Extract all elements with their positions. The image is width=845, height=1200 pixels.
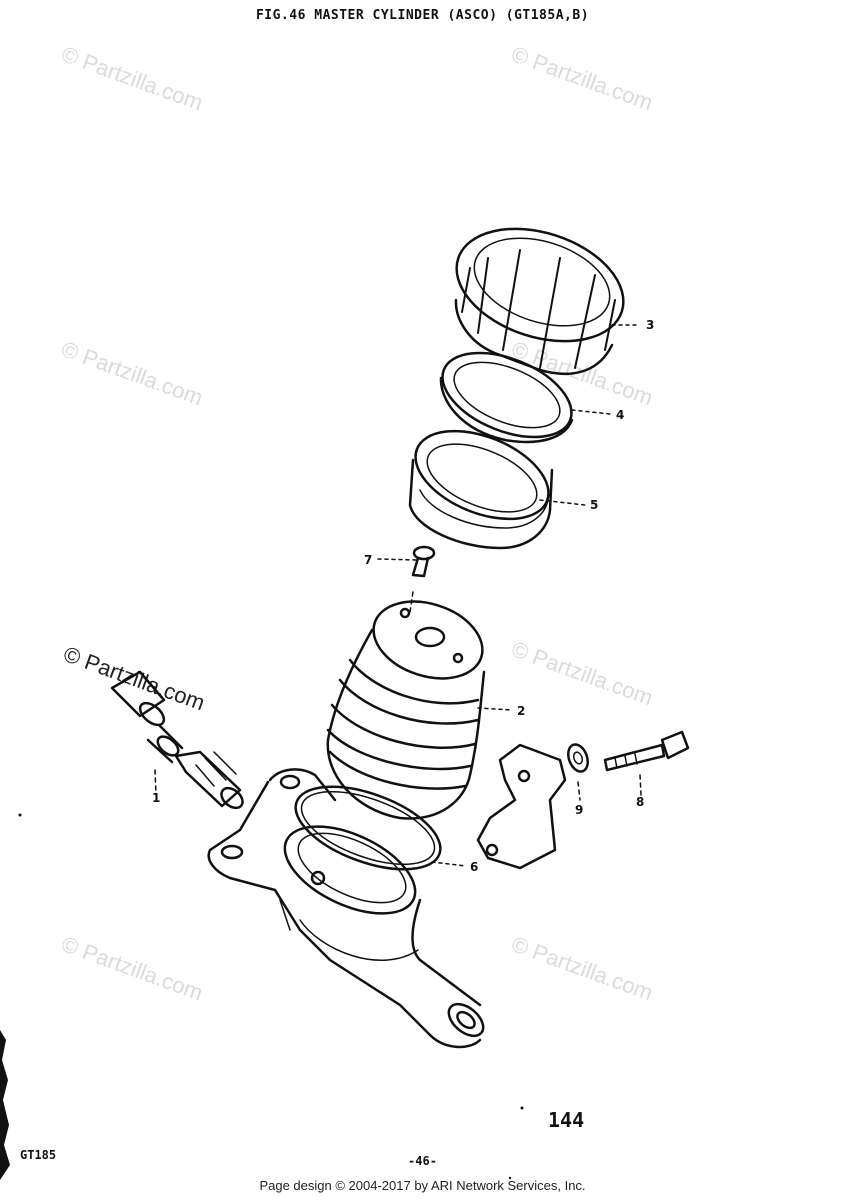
- watermark: © Partzilla.com: [508, 931, 656, 1005]
- clamp: [476, 743, 567, 870]
- callout-6: 6: [470, 860, 478, 874]
- watermark-dark: © Partzilla.com: [60, 641, 208, 715]
- reservoir-body: [326, 600, 486, 820]
- callout-7: 7: [364, 553, 372, 567]
- callout-3: 3: [646, 318, 654, 332]
- bolt: [603, 730, 690, 796]
- figure-title: FIG.46 MASTER CYLINDER (ASCO) (GT185A,B): [255, 8, 590, 23]
- watermark: © Partzilla.com: [58, 41, 206, 115]
- leader-lines: [377, 324, 641, 867]
- scan-noise: [0, 813, 524, 1180]
- callout-4: 4: [616, 408, 624, 422]
- watermark: © Partzilla.com: [58, 336, 206, 410]
- copyright-notice: Page design © 2004-2017 by ARI Network S…: [259, 1178, 586, 1193]
- watermark: © Partzilla.com: [508, 636, 656, 710]
- callout-8: 8: [636, 795, 644, 809]
- washer: [567, 743, 589, 801]
- o-ring: [294, 785, 442, 871]
- callout-2: 2: [517, 704, 525, 718]
- watermark: © Partzilla.com: [508, 41, 656, 115]
- piston-assembly: [110, 670, 244, 810]
- watermark: © Partzilla.com: [508, 336, 656, 410]
- diaphragm-plate: [439, 351, 574, 444]
- callout-1: 1: [152, 791, 160, 805]
- callout-5: 5: [590, 498, 598, 512]
- callout-9: 9: [575, 803, 583, 817]
- page-footer: -46-: [408, 1154, 437, 1168]
- model-label: GT185: [20, 1148, 57, 1162]
- page-number: 144: [548, 1108, 585, 1132]
- diaphragm: [408, 429, 554, 550]
- watermark: © Partzilla.com: [58, 931, 206, 1005]
- master-cylinder-body: [207, 768, 485, 1049]
